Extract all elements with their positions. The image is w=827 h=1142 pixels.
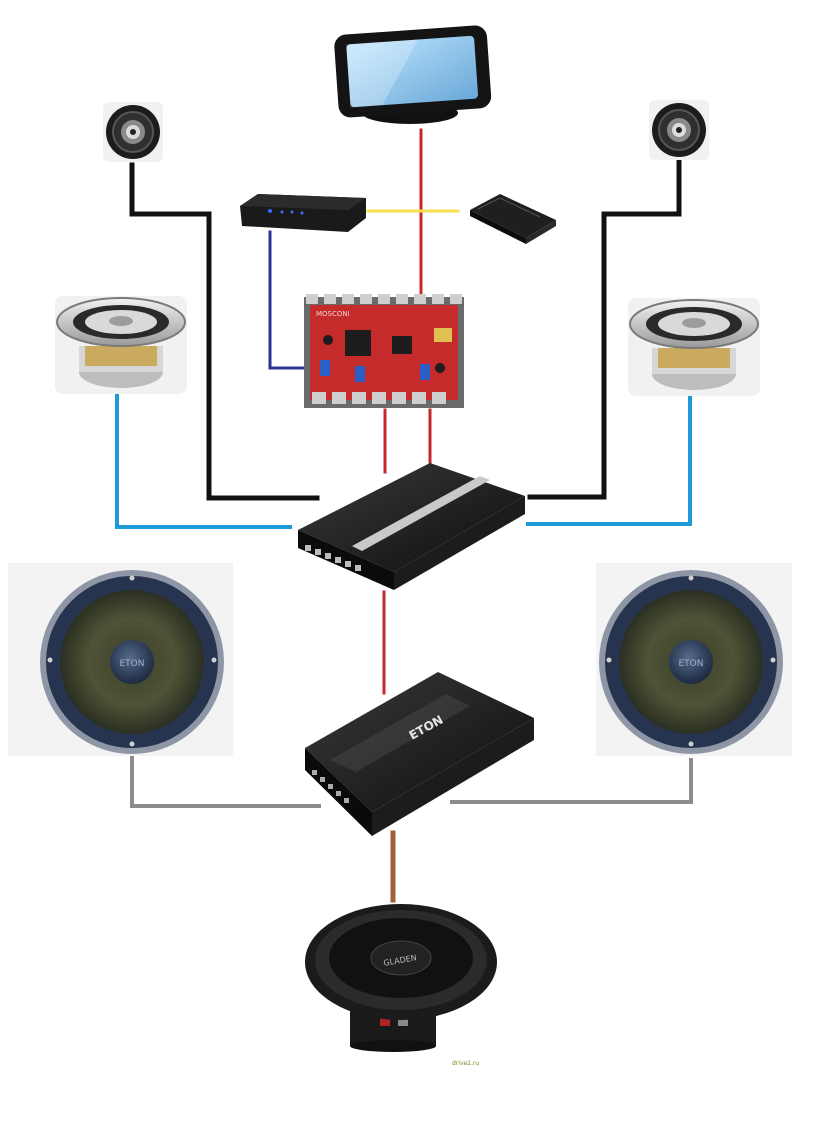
tweeter-right-icon <box>649 100 709 160</box>
wire-midrange-right <box>526 395 692 526</box>
svg-text:ETON: ETON <box>119 659 144 669</box>
woofer-left-icon: ETON <box>8 563 233 756</box>
dsp-board-icon: MOSCONI <box>304 294 464 408</box>
amplifier-eton-icon: ETON <box>305 672 534 836</box>
monitor-icon <box>334 25 492 124</box>
amplifier-4ch-icon <box>298 463 525 590</box>
wire-tweeter-left <box>129 162 320 501</box>
midrange-left-icon <box>55 296 187 394</box>
wires <box>115 128 693 903</box>
woofer-right-icon: ETON <box>596 563 792 756</box>
watermark-text: drive2.ru <box>452 1060 480 1067</box>
media-player-icon <box>240 194 366 232</box>
subwoofer-icon: GLADEN <box>305 904 497 1052</box>
midrange-right-icon <box>628 298 760 396</box>
wire-woofer-left <box>130 754 321 808</box>
svg-text:ETON: ETON <box>678 659 703 669</box>
wire-woofer-right <box>450 758 693 804</box>
svg-text:MOSCONI: MOSCONI <box>316 310 350 318</box>
wire-tweeter-right <box>527 159 682 500</box>
wire-midrange-left <box>115 393 292 529</box>
wire-player-to-dsp <box>268 230 312 370</box>
hard-drive-icon <box>470 194 556 244</box>
tweeter-left-icon <box>103 102 163 162</box>
